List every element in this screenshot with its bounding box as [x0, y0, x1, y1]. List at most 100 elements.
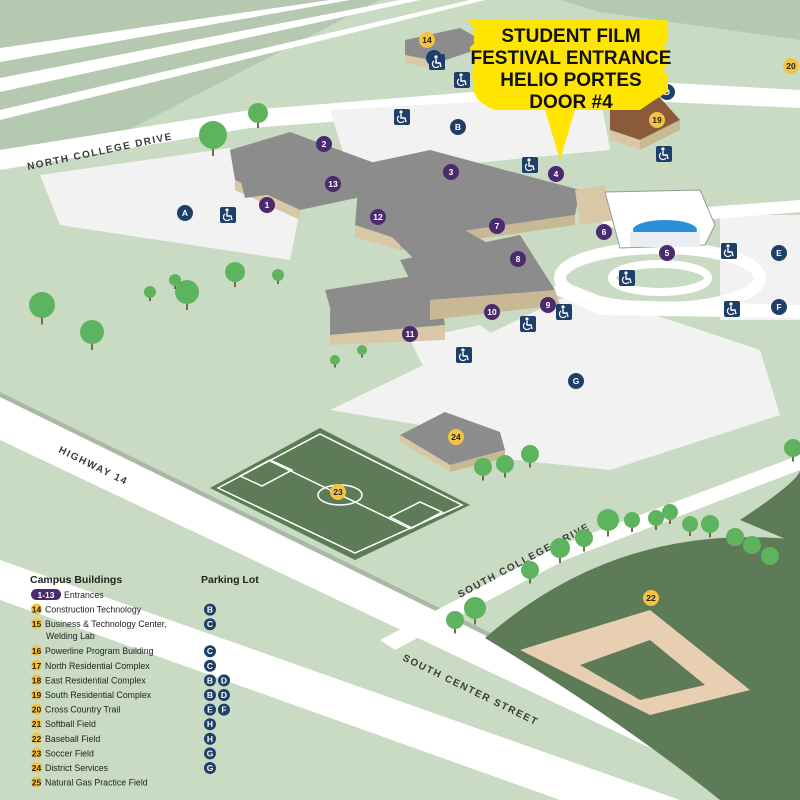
- legend-parking-label: C: [207, 661, 213, 671]
- building-marker-20-circle: [783, 58, 799, 74]
- parking-marker-F: F: [771, 299, 787, 315]
- building-marker-14-label: 14: [422, 35, 432, 45]
- legend-badge: [31, 659, 42, 671]
- parking-marker-F-label: F: [776, 302, 781, 312]
- legend-badge-label: 22: [32, 734, 42, 744]
- northern-highway: [0, 0, 800, 150]
- legend-parking-badge: [218, 689, 230, 701]
- legend-parking-badge: [218, 674, 230, 687]
- legend-badge: [31, 747, 42, 759]
- legend-parking-badge: [204, 703, 216, 716]
- tree: [80, 320, 104, 350]
- entrance-marker-7-circle: [489, 218, 505, 234]
- entrance-marker-7: 7: [489, 218, 505, 234]
- building-marker-23-label: 23: [333, 487, 343, 497]
- legend-parking-badge: [204, 645, 216, 658]
- legend-parking-label: B: [207, 605, 213, 615]
- building-marker-20-label: 20: [786, 61, 796, 71]
- legend-item-name: Powerline Program Building: [45, 646, 154, 656]
- legend-parking-label: D: [221, 675, 227, 685]
- legend-item-name: North Residential Complex: [45, 661, 150, 671]
- tree: [597, 509, 619, 537]
- trees: [29, 103, 800, 634]
- parking-marker-E: E: [771, 245, 787, 261]
- tree: [464, 597, 486, 625]
- tree: [575, 529, 593, 552]
- legend-parking-title: Parking Lot: [201, 574, 259, 586]
- entrance-marker-10: 10: [484, 304, 500, 320]
- legend-badge: [31, 603, 42, 615]
- tree: [169, 274, 181, 289]
- tree: [357, 345, 367, 358]
- legend-item-name: East Residential Complex: [45, 675, 146, 685]
- parking-marker-E-label: E: [776, 248, 782, 258]
- tree: [199, 121, 227, 156]
- entrance-marker-13: 13: [325, 176, 341, 192]
- entrance-marker-10-label: 10: [487, 307, 497, 317]
- tree: [248, 103, 268, 128]
- building-marker-23-circle: [330, 484, 346, 500]
- legend-parking-label: E: [207, 705, 213, 715]
- legend-parking-label: H: [207, 719, 213, 729]
- legend-badge-label: 16: [32, 646, 42, 656]
- legend-parking-label: B: [207, 675, 213, 685]
- legend-badge: [31, 589, 61, 600]
- parking-marker-B-label: B: [455, 122, 461, 132]
- entrance-marker-9-circle: [540, 297, 556, 313]
- legend-parking-badge: [204, 674, 216, 687]
- wheelchair-icon: [721, 243, 737, 259]
- tree: [225, 262, 245, 287]
- wheelchair-icon: [656, 146, 672, 162]
- building-marker-19: 19: [649, 112, 665, 128]
- tree: [784, 439, 800, 462]
- legend-item-name: Entrances: [64, 590, 104, 600]
- legend-item-name: Soccer Field: [45, 748, 94, 758]
- legend-parking-label: C: [207, 619, 213, 629]
- entrance-marker-6-circle: [596, 224, 612, 240]
- wheelchair-icon: [520, 316, 536, 332]
- wheelchair-icon: [454, 72, 470, 88]
- legend-badge: [31, 645, 42, 657]
- tree: [144, 286, 156, 301]
- legend-badge-label: 17: [32, 661, 42, 671]
- legend-badge: [31, 732, 42, 744]
- legend-parking-badge: [204, 618, 216, 631]
- entrance-marker-11-circle: [402, 326, 418, 342]
- entrance-marker-1-label: 1: [265, 200, 270, 210]
- callout-line-2: FESTIVAL ENTRANCE: [471, 48, 672, 69]
- entrance-marker-3: 3: [443, 164, 459, 180]
- parking-marker-F-circle: [771, 299, 787, 315]
- tree: [496, 455, 514, 478]
- entrance-marker-13-label: 13: [328, 179, 338, 189]
- entrance-marker-3-label: 3: [449, 167, 454, 177]
- wheelchair-icon: [456, 347, 472, 363]
- parking-marker-G-circle: [568, 373, 584, 389]
- tree: [521, 561, 539, 584]
- legend-item-name: Baseball Field: [45, 734, 100, 744]
- entrance-marker-10-circle: [484, 304, 500, 320]
- tree: [701, 515, 719, 538]
- legend-badge: [31, 618, 42, 630]
- legend-parking-label: C: [207, 646, 213, 656]
- legend-item-name: Softball Field: [45, 719, 96, 729]
- film-festival-callout: STUDENT FILM FESTIVAL ENTRANCE HELIO POR…: [468, 20, 671, 160]
- tree: [648, 510, 664, 530]
- legend-item-name: Business & Technology Center,: [45, 619, 167, 629]
- building-marker-22-circle: [643, 590, 659, 606]
- entrance-marker-4-label: 4: [554, 169, 559, 179]
- legend-badge: [31, 689, 42, 700]
- legend-badge-label: 21: [32, 719, 42, 729]
- legend-item-name: Natural Gas Practice Field: [45, 778, 148, 788]
- legend-parking-badge: [204, 689, 216, 701]
- parking-marker-A-label: A: [182, 208, 188, 218]
- entrance-marker-6-label: 6: [602, 227, 607, 237]
- legend-item-name: South Residential Complex: [45, 690, 152, 700]
